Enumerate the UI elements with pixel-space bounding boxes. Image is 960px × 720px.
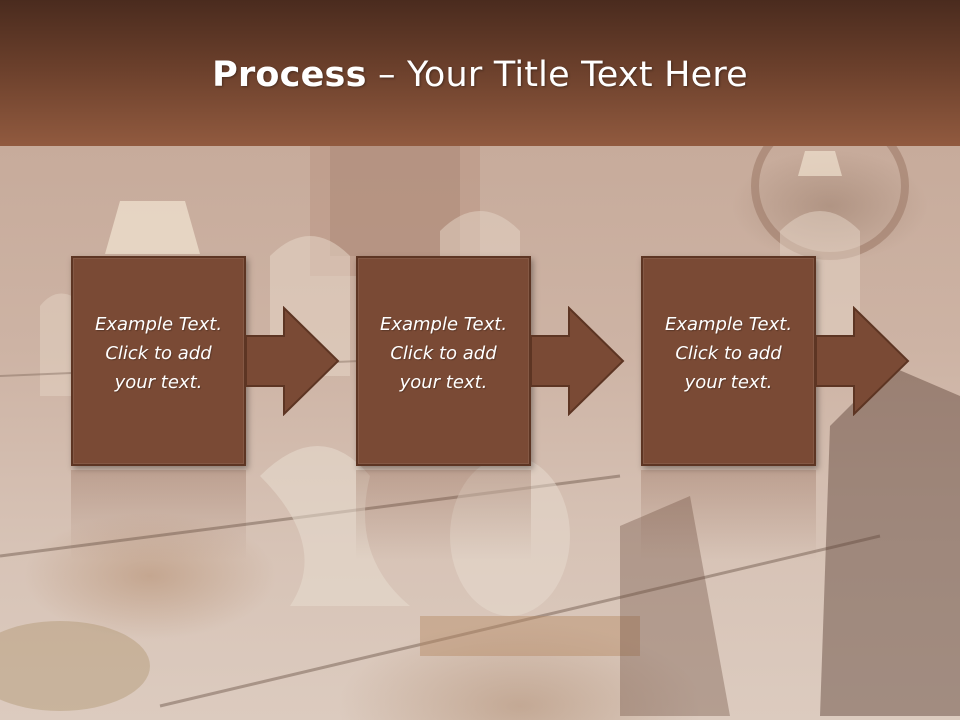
step-3-line-3: your text. bbox=[684, 372, 773, 393]
process-step-3-text: Example Text. Click to add your text. bbox=[643, 310, 814, 397]
title-rest: – Your Title Text Here bbox=[366, 55, 748, 95]
step-2-reflection bbox=[356, 470, 531, 560]
step-1-line-2: Click to add bbox=[105, 343, 212, 364]
step-3-line-1: Example Text. bbox=[664, 314, 793, 335]
process-step-2-box[interactable]: Example Text. Click to add your text. bbox=[356, 256, 531, 466]
step-1-line-3: your text. bbox=[114, 372, 203, 393]
title-bold-word: Process bbox=[212, 55, 367, 95]
step-3-line-2: Click to add bbox=[675, 343, 782, 364]
slide-title[interactable]: Process – Your Title Text Here bbox=[0, 52, 960, 98]
step-2-line-3: your text. bbox=[399, 372, 488, 393]
title-bar bbox=[0, 0, 960, 146]
process-step-2-text: Example Text. Click to add your text. bbox=[358, 310, 529, 397]
process-arrow-2 bbox=[531, 306, 625, 416]
step-3-reflection bbox=[641, 470, 816, 560]
step-1-reflection bbox=[71, 470, 246, 560]
process-step-3-box[interactable]: Example Text. Click to add your text. bbox=[641, 256, 816, 466]
step-1-line-1: Example Text. bbox=[94, 314, 223, 335]
step-2-line-1: Example Text. bbox=[379, 314, 508, 335]
process-step-1-box[interactable]: Example Text. Click to add your text. bbox=[71, 256, 246, 466]
process-arrow-3 bbox=[816, 306, 910, 416]
process-arrow-1 bbox=[246, 306, 340, 416]
step-2-line-2: Click to add bbox=[390, 343, 497, 364]
process-step-1-text: Example Text. Click to add your text. bbox=[73, 310, 244, 397]
